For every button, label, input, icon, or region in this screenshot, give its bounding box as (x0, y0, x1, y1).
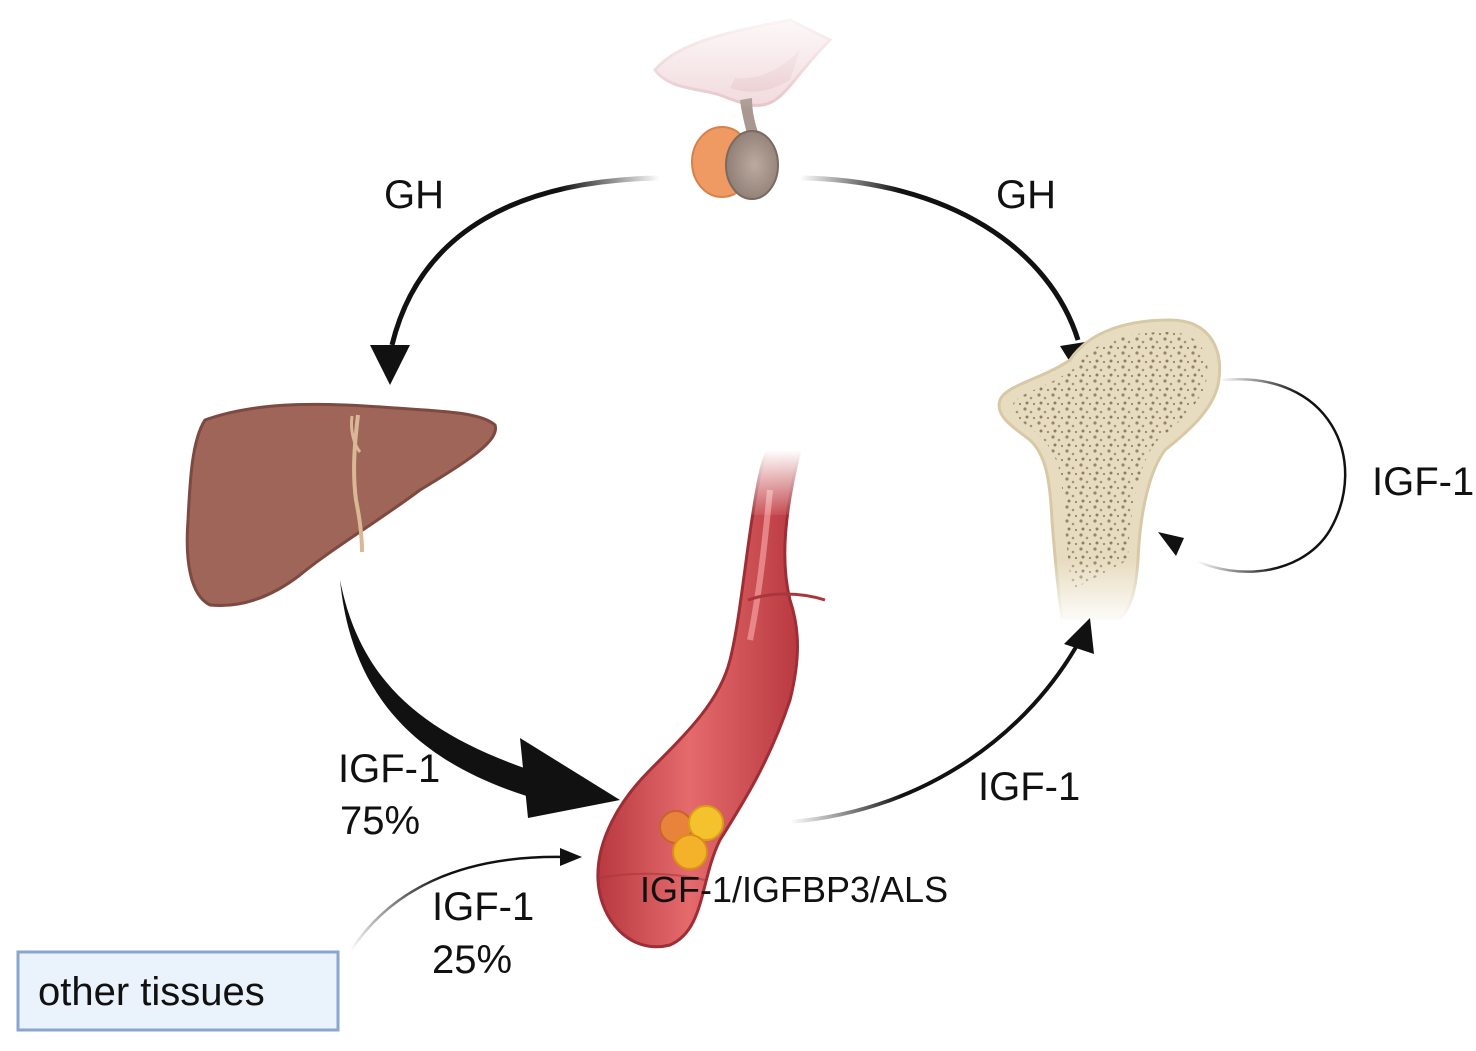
igf1-liver-arrow (340, 580, 620, 818)
igf1-to-bone-arrow (789, 618, 1094, 824)
gh-label-right: GH (996, 173, 1056, 217)
complex-label: IGF-1/IGFBP3/ALS (640, 869, 948, 910)
gh-label-left: GH (384, 173, 444, 217)
igf1-label-to-bone: IGF-1 (978, 765, 1080, 809)
igf1-tissues-arrow (348, 848, 582, 953)
blood-vessel (596, 445, 830, 949)
pct-label-liver: 75% (340, 799, 420, 843)
igf1-label-liver: IGF-1 (338, 747, 440, 791)
pituitary-gland (640, 0, 850, 200)
igf1-label-bone-loop: IGF-1 (1372, 460, 1474, 504)
igf1-igfbp3-als-complex-icon (659, 805, 724, 870)
gh-arrow-left (370, 175, 661, 385)
bone (997, 318, 1222, 625)
pct-label-tissues: 25% (432, 938, 512, 982)
other-tissues-box: other tissues (16, 950, 340, 1032)
other-tissues-label: other tissues (38, 970, 265, 1014)
igf1-bone-loop-arrow (1158, 377, 1347, 573)
liver (185, 402, 497, 608)
igf1-label-tissues: IGF-1 (432, 885, 534, 929)
